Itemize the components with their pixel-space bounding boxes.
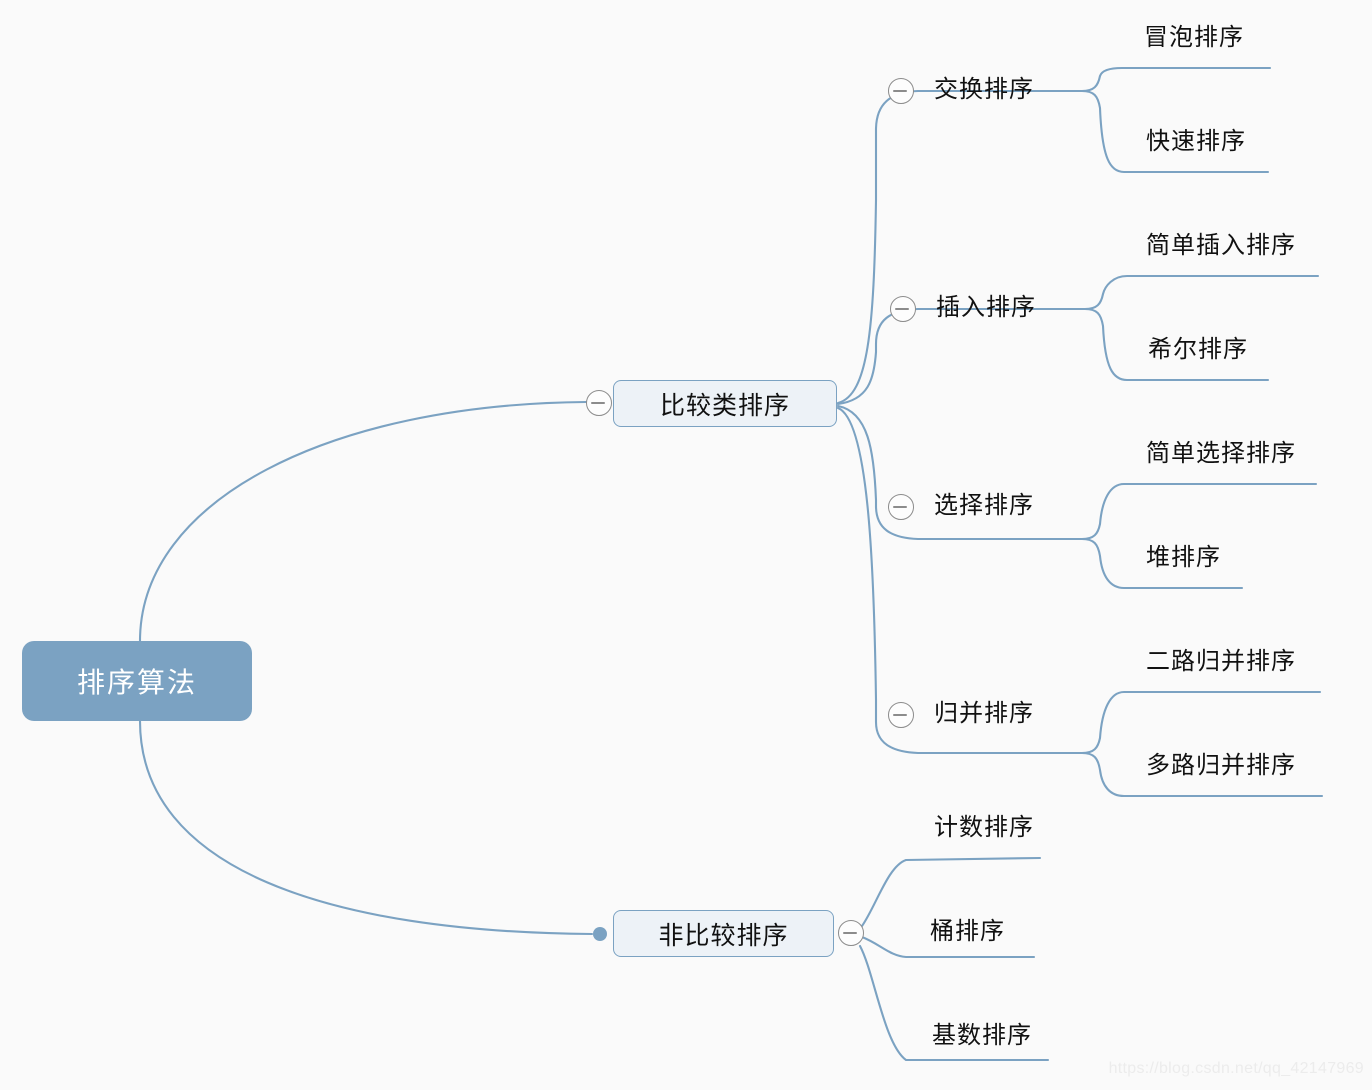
node-simple-selection-sort[interactable]: 简单选择排序 xyxy=(1146,442,1296,466)
node-radix-sort[interactable]: 基数排序 xyxy=(932,1024,1032,1048)
root-node[interactable]: 排序算法 xyxy=(22,641,252,721)
toggle-selection-sort[interactable] xyxy=(888,494,914,520)
node-two-way-merge-sort-label: 二路归并排序 xyxy=(1146,648,1296,675)
edge-compare-to-merge xyxy=(836,406,1084,755)
root-node-label: 排序算法 xyxy=(76,667,197,698)
node-simple-selection-sort-label: 简单选择排序 xyxy=(1146,440,1296,467)
node-compare-sort[interactable]: 比较类排序 xyxy=(613,380,837,427)
node-exchange-sort[interactable]: 交换排序 xyxy=(934,78,1034,102)
node-merge-sort-label: 归并排序 xyxy=(934,700,1034,727)
edge-exchange-to-bubble xyxy=(1080,66,1272,93)
node-two-way-merge-sort[interactable]: 二路归并排序 xyxy=(1146,650,1296,674)
watermark: https://blog.csdn.net/qq_42147969 xyxy=(1108,1060,1364,1077)
node-insertion-sort[interactable]: 插入排序 xyxy=(936,296,1036,320)
node-multi-way-merge-sort[interactable]: 多路归并排序 xyxy=(1146,754,1296,778)
node-noncomparison-sort-label: 非比较排序 xyxy=(658,921,789,950)
node-heap-sort[interactable]: 堆排序 xyxy=(1146,546,1221,570)
node-simple-insertion-sort[interactable]: 简单插入排序 xyxy=(1146,234,1296,258)
edge-compare-to-insert xyxy=(836,307,1087,406)
node-multi-way-merge-sort-label: 多路归并排序 xyxy=(1146,752,1296,779)
edge-noncompare-to-radix xyxy=(858,944,1050,1062)
toggle-exchange-sort[interactable] xyxy=(888,78,914,104)
node-bubble-sort-label: 冒泡排序 xyxy=(1144,24,1244,51)
node-bubble-sort[interactable]: 冒泡排序 xyxy=(1144,26,1244,50)
node-compare-sort-label: 比较类排序 xyxy=(659,391,790,420)
toggle-compare-sort[interactable] xyxy=(586,390,612,416)
node-heap-sort-label: 堆排序 xyxy=(1146,544,1221,571)
node-quick-sort[interactable]: 快速排序 xyxy=(1146,130,1246,154)
node-exchange-sort-label: 交换排序 xyxy=(934,76,1034,103)
edge-root-to-noncompare xyxy=(138,719,594,936)
node-bucket-sort[interactable]: 桶排序 xyxy=(930,920,1005,944)
toggle-noncomparison-sort[interactable] xyxy=(838,920,864,946)
node-simple-insertion-sort-label: 简单插入排序 xyxy=(1146,232,1296,259)
edge-noncompare-to-bucket xyxy=(860,935,1036,959)
edge-merge-to-two-way xyxy=(1080,690,1322,755)
node-merge-sort[interactable]: 归并排序 xyxy=(934,702,1034,726)
edge-merge-to-multi-way xyxy=(1080,751,1324,798)
edge-insert-to-simple-insert xyxy=(1083,274,1320,311)
node-selection-sort[interactable]: 选择排序 xyxy=(934,494,1034,518)
noncompare-connection-dot xyxy=(593,927,607,941)
node-counting-sort[interactable]: 计数排序 xyxy=(934,816,1034,840)
node-quick-sort-label: 快速排序 xyxy=(1146,128,1246,155)
edge-noncompare-to-counting xyxy=(860,856,1042,928)
node-shell-sort-label: 希尔排序 xyxy=(1148,336,1248,363)
edge-exchange-to-quick xyxy=(1080,89,1270,174)
node-radix-sort-label: 基数排序 xyxy=(932,1022,1032,1049)
node-bucket-sort-label: 桶排序 xyxy=(930,918,1005,945)
node-selection-sort-label: 选择排序 xyxy=(934,492,1034,519)
edge-select-to-simple-select xyxy=(1080,482,1318,541)
toggle-merge-sort[interactable] xyxy=(888,702,914,728)
node-shell-sort[interactable]: 希尔排序 xyxy=(1148,338,1248,362)
edge-root-to-compare xyxy=(138,400,588,643)
edge-insert-to-shell xyxy=(1083,307,1270,382)
edge-select-to-heap xyxy=(1080,537,1244,590)
edge-compare-to-select xyxy=(836,404,1084,541)
node-noncomparison-sort[interactable]: 非比较排序 xyxy=(613,910,834,957)
node-insertion-sort-label: 插入排序 xyxy=(936,294,1036,321)
node-counting-sort-label: 计数排序 xyxy=(934,814,1034,841)
toggle-insertion-sort[interactable] xyxy=(890,296,916,322)
